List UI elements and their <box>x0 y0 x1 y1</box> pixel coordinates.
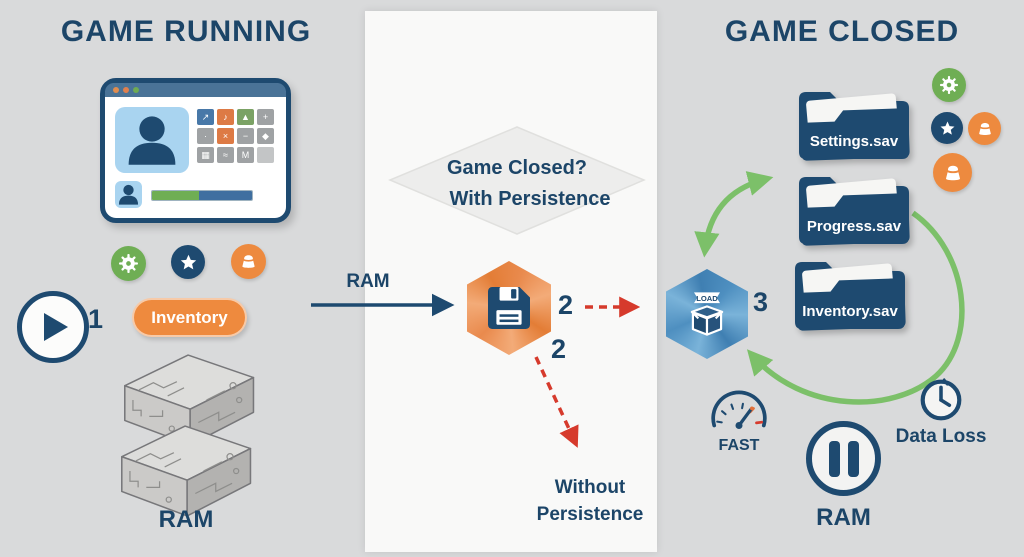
ram-label-right: RAM <box>816 504 871 531</box>
game-tile-icon: − <box>237 128 254 144</box>
inventory-label: Inventory <box>151 307 228 327</box>
bag-icon <box>238 251 259 272</box>
save-file-folder: Inventory.sav <box>789 253 911 333</box>
ram-chip-illustration <box>105 422 255 518</box>
window-dot-icon <box>113 87 119 93</box>
game-tile-icon: × <box>217 128 234 144</box>
clock-icon <box>920 378 962 421</box>
folder-label: Settings.sav <box>809 133 899 150</box>
star-icon <box>178 252 199 273</box>
step-3-number: 3 <box>753 287 769 317</box>
gear-icon <box>118 253 139 274</box>
ram-label-left: RAM <box>158 506 214 533</box>
game-tile-icon: ▦ <box>197 147 214 163</box>
pause-icon <box>847 440 859 477</box>
step-1-number: 1 <box>88 304 104 334</box>
step-2-number-save: 2 <box>558 290 574 320</box>
pause-button <box>806 421 881 496</box>
game-tile-icon: ↗ <box>197 109 214 125</box>
progress-green-segment <box>152 191 199 200</box>
progress-badge <box>931 112 963 144</box>
game-tile-icon <box>257 147 274 163</box>
window-dot-icon <box>123 87 129 93</box>
data-loss-label: Data Loss <box>895 426 987 447</box>
settings-badge <box>932 68 966 102</box>
step-2-number-without: 2 <box>551 334 567 364</box>
progress-badge <box>171 245 205 279</box>
inventory-pill: Inventory <box>132 298 247 337</box>
window-dot-icon <box>133 87 139 93</box>
folder-label: Progress.sav <box>806 218 902 235</box>
game-running-title: GAME RUNNING <box>60 15 312 48</box>
player-avatar-small <box>115 181 142 208</box>
save-file-folder: Progress.sav <box>793 168 915 248</box>
fast-label: FAST <box>718 437 760 454</box>
game-tile-icon: M <box>237 147 254 163</box>
person-icon <box>115 181 142 208</box>
person-icon <box>115 107 189 173</box>
without-line2: Persistence <box>536 504 644 525</box>
gear-icon <box>939 75 959 95</box>
folder-icon <box>793 83 915 163</box>
inventory-badge <box>968 112 1001 145</box>
load-banner-label: LOAD <box>696 294 718 303</box>
progress-bar <box>151 190 253 201</box>
game-tile-icon: · <box>197 128 214 144</box>
game-menu-grid: ↗ ♪ ▲ + · × − ◆ ▦ ≈ M <box>197 109 274 163</box>
speedometer-icon <box>711 390 767 429</box>
pause-icon <box>828 440 840 477</box>
game-window: ↗ ♪ ▲ + · × − ◆ ▦ ≈ M <box>100 78 291 223</box>
load-box-icon: LOAD <box>690 292 724 336</box>
without-line1: Without <box>554 477 626 498</box>
play-icon <box>44 313 68 341</box>
bag-icon <box>975 119 995 139</box>
settings-badge <box>111 246 146 281</box>
game-tile-icon: ♪ <box>217 109 234 125</box>
player-avatar <box>115 107 189 173</box>
folder-icon <box>789 253 911 333</box>
save-file-folder: Settings.sav <box>793 83 915 163</box>
play-button <box>17 291 89 363</box>
folder-icon <box>793 168 915 248</box>
game-tile-icon: ≈ <box>217 147 234 163</box>
folder-label: Inventory.sav <box>802 303 898 320</box>
star-icon <box>938 119 957 138</box>
game-tile-icon: + <box>257 109 274 125</box>
floppy-save-icon <box>488 287 530 329</box>
decision-line1: Game Closed? <box>446 157 588 179</box>
ram-arrow-label: RAM <box>346 271 390 292</box>
bag-icon <box>941 161 965 185</box>
game-closed-title: GAME CLOSED <box>724 15 960 48</box>
game-window-titlebar <box>105 83 286 97</box>
game-tile-icon: ▲ <box>237 109 254 125</box>
load-save-cycle-arc-small <box>694 171 774 258</box>
inventory-badge <box>231 244 266 279</box>
game-tile-icon: ◆ <box>257 128 274 144</box>
decision-line2: With Persistence <box>449 188 611 210</box>
inventory-badge <box>933 153 972 192</box>
load-hexagon: LOAD <box>666 269 748 359</box>
progress-blue-segment <box>199 191 252 200</box>
